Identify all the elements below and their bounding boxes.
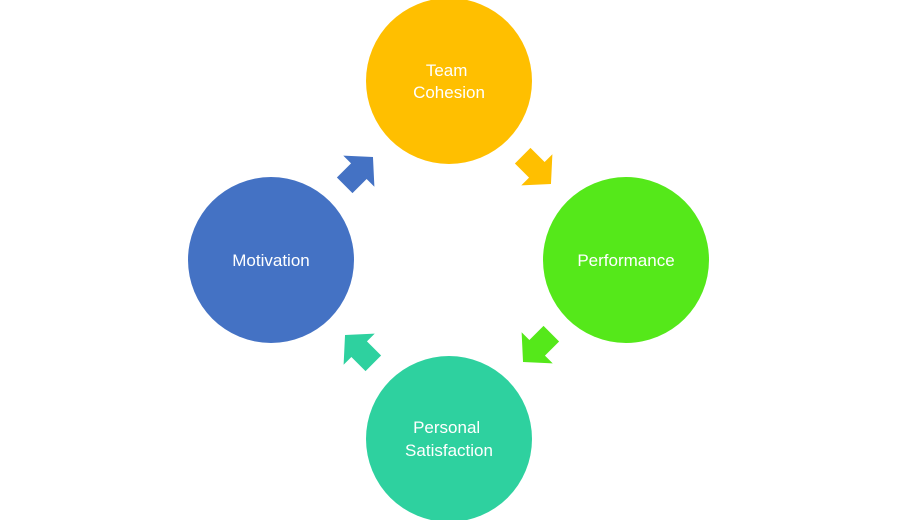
node-personal-satisfaction: Personal Satisfaction — [366, 356, 532, 520]
arrow-motivation-to-team-cohesion — [336, 155, 375, 194]
node-label: Team Cohesion — [413, 61, 485, 102]
node-motivation: Motivation — [188, 177, 354, 343]
node-label: Personal Satisfaction — [405, 418, 493, 460]
node-label-line: Personal — [413, 418, 480, 437]
node-performance: Performance — [543, 177, 709, 343]
node-label-line: Satisfaction — [405, 441, 493, 460]
node-label-line: Team — [426, 61, 468, 80]
node-team-cohesion: Team Cohesion — [366, 0, 532, 164]
arrow-performance-to-personal-satisfaction — [521, 325, 560, 364]
node-circle — [543, 177, 709, 343]
node-label-line: Performance — [577, 251, 674, 270]
node-label-line: Cohesion — [413, 83, 485, 102]
node-label-line: Motivation — [232, 251, 309, 270]
node-circle — [188, 177, 354, 343]
node-label: Performance — [577, 251, 674, 270]
arrow-personal-satisfaction-to-motivation — [343, 333, 382, 372]
arrows — [336, 147, 560, 372]
node-label: Motivation — [232, 251, 309, 270]
arrow-team-cohesion-to-performance — [514, 147, 553, 186]
node-circle — [366, 0, 532, 164]
node-circle — [366, 356, 532, 520]
